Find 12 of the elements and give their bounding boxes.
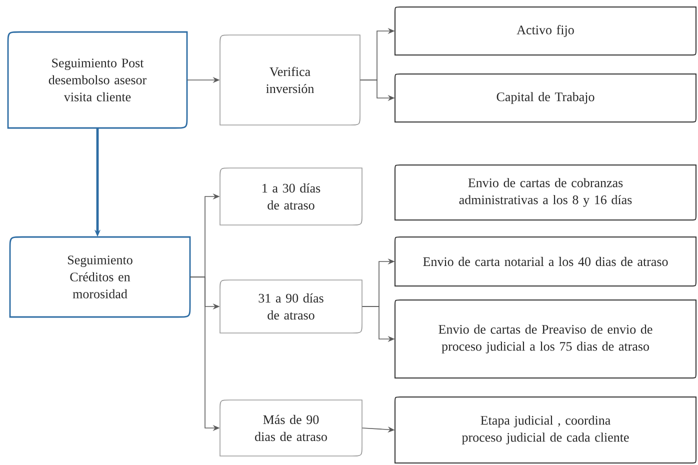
action-box: Capital de Trabajo xyxy=(394,74,696,122)
category-box: Más de 90 dias de atraso xyxy=(220,400,362,456)
category-box: Verifica inversión xyxy=(220,34,360,126)
category-box: 1 a 30 días de atraso xyxy=(220,168,362,226)
category-box: 31 a 90 días de atraso xyxy=(220,280,362,334)
action-box: Envio de cartas de cobranzas administrativas a los 8 y 16 días xyxy=(394,164,696,220)
process-box: Seguimiento Post desembolso asesor visita cliente xyxy=(7,31,188,129)
process-box: Seguimiento Créditos en morosidad xyxy=(9,236,191,318)
action-box: Envio de carta notarial a los 40 dias de atraso xyxy=(394,236,696,286)
action-box: Activo fijo xyxy=(394,6,696,56)
action-box: Etapa judicial , coordina proceso judicial de cada cliente xyxy=(394,396,696,464)
action-box: Envio de cartas de Preaviso de envio de proceso judicial a los 75 dias de atraso xyxy=(394,300,696,378)
